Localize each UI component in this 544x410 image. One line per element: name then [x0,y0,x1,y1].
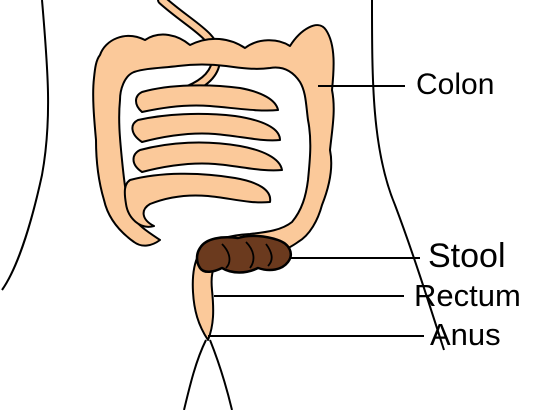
stool [197,236,291,273]
small-intestine [125,85,282,226]
intestine-coil-4 [125,174,270,227]
colon-label: Colon [416,68,494,101]
right-leg-line [210,340,232,410]
torso-left-edge [2,0,48,290]
intestine-coil-3 [134,143,283,172]
rectum-label: Rectum [414,278,521,313]
intestine-coil-2 [132,114,280,142]
left-leg-line [184,340,206,410]
stool-label: Stool [428,237,506,275]
intestine-coil-1 [136,85,278,112]
anus-label: Anus [430,317,501,352]
